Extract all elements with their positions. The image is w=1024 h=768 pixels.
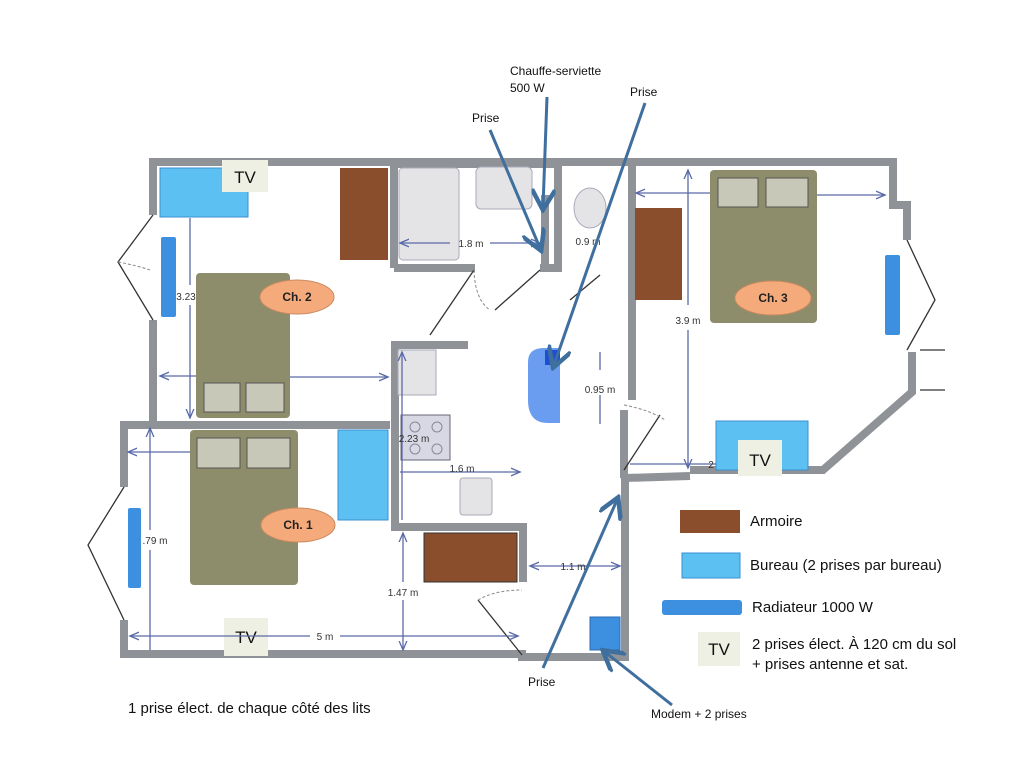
dim-wc: 0.9 m: [575, 237, 600, 248]
towel-heater-label: Chauffe-serviette: [510, 64, 601, 78]
dimension-lines: [128, 170, 885, 650]
bed-ch1: [190, 430, 298, 585]
legend-radiator-swatch: [662, 600, 742, 615]
dim-bath: 1.8 m: [458, 239, 483, 250]
fridge: [397, 349, 437, 396]
radiator-ch2: [161, 237, 176, 317]
legend-tv-line2: + prises antenne et sat.: [752, 656, 908, 673]
modem: [589, 616, 621, 651]
room-label-ch3: Ch. 3: [758, 291, 788, 305]
armoire-ch3: [635, 208, 682, 300]
legend: Armoire Bureau (2 prises par bureau) Rad…: [662, 510, 956, 673]
walls: [120, 158, 916, 661]
dim-ch1-width: 5 m: [317, 632, 334, 643]
modem-label: Modem + 2 prises: [651, 707, 747, 721]
legend-radiator: Radiateur 1000 W: [752, 599, 874, 616]
armoire-ch2: [340, 168, 388, 260]
tv-box-ch3: [738, 440, 782, 476]
prise-top-label: Prise: [630, 85, 658, 99]
legend-armoire-swatch: [680, 510, 740, 533]
room-label-ch2: Ch. 2: [282, 290, 312, 304]
prise-bath-label: Prise: [472, 111, 500, 125]
dim-kitchen-width: 1.6 m: [449, 464, 474, 475]
legend-bureau: Bureau (2 prises par bureau): [750, 557, 942, 574]
room-label-ch2-badge: [259, 279, 335, 315]
towel-heater-power: 500 W: [510, 81, 545, 95]
dim-ch3-width: 2: [708, 460, 714, 471]
dim-ch1-gap: 1.47 m: [388, 588, 419, 599]
legend-tv-swatch: [698, 632, 740, 666]
bed-outlets-note: 1 prise élect. de chaque côté des lits: [128, 700, 371, 717]
dim-kitchen-height: 2.23 m: [399, 434, 430, 445]
tv-box-ch2: [222, 160, 268, 192]
stove: [400, 414, 451, 461]
dim-ch1-depth: .79 m: [142, 536, 167, 547]
tv-label-ch2: TV: [234, 168, 256, 187]
kitchen-sink: [459, 477, 493, 516]
dim-hall-shower: 0.95 m: [585, 385, 616, 396]
legend-tv-label: TV: [708, 640, 730, 659]
dim-hall-width: 1.1 m: [560, 562, 585, 573]
legend-bureau-swatch: [681, 552, 741, 579]
toilet: [573, 187, 607, 229]
legend-tv-line1: 2 prises élect. À 120 cm du sol: [752, 636, 956, 653]
desk-ch1: [337, 429, 389, 521]
armoire-ch1: [423, 532, 518, 583]
bathtub: [398, 167, 460, 261]
tv-label-ch1: TV: [235, 628, 257, 647]
room-label-ch1: Ch. 1: [283, 518, 313, 532]
radiator-ch1: [128, 508, 141, 588]
radiator-ch3: [885, 255, 900, 335]
dim-ch2-depth: 3.23: [176, 292, 196, 303]
doors: [87, 214, 945, 656]
tv-label-ch3: TV: [749, 451, 771, 470]
bed-ch2: [196, 273, 290, 418]
legend-armoire: Armoire: [750, 513, 803, 530]
prise-bottom-label: Prise: [528, 675, 556, 689]
bathroom-sink: [475, 166, 533, 210]
dim-ch3-depth: 3.9 m: [675, 316, 700, 327]
annotation-arrows: [488, 96, 673, 707]
tv-box-ch1: [224, 618, 268, 656]
